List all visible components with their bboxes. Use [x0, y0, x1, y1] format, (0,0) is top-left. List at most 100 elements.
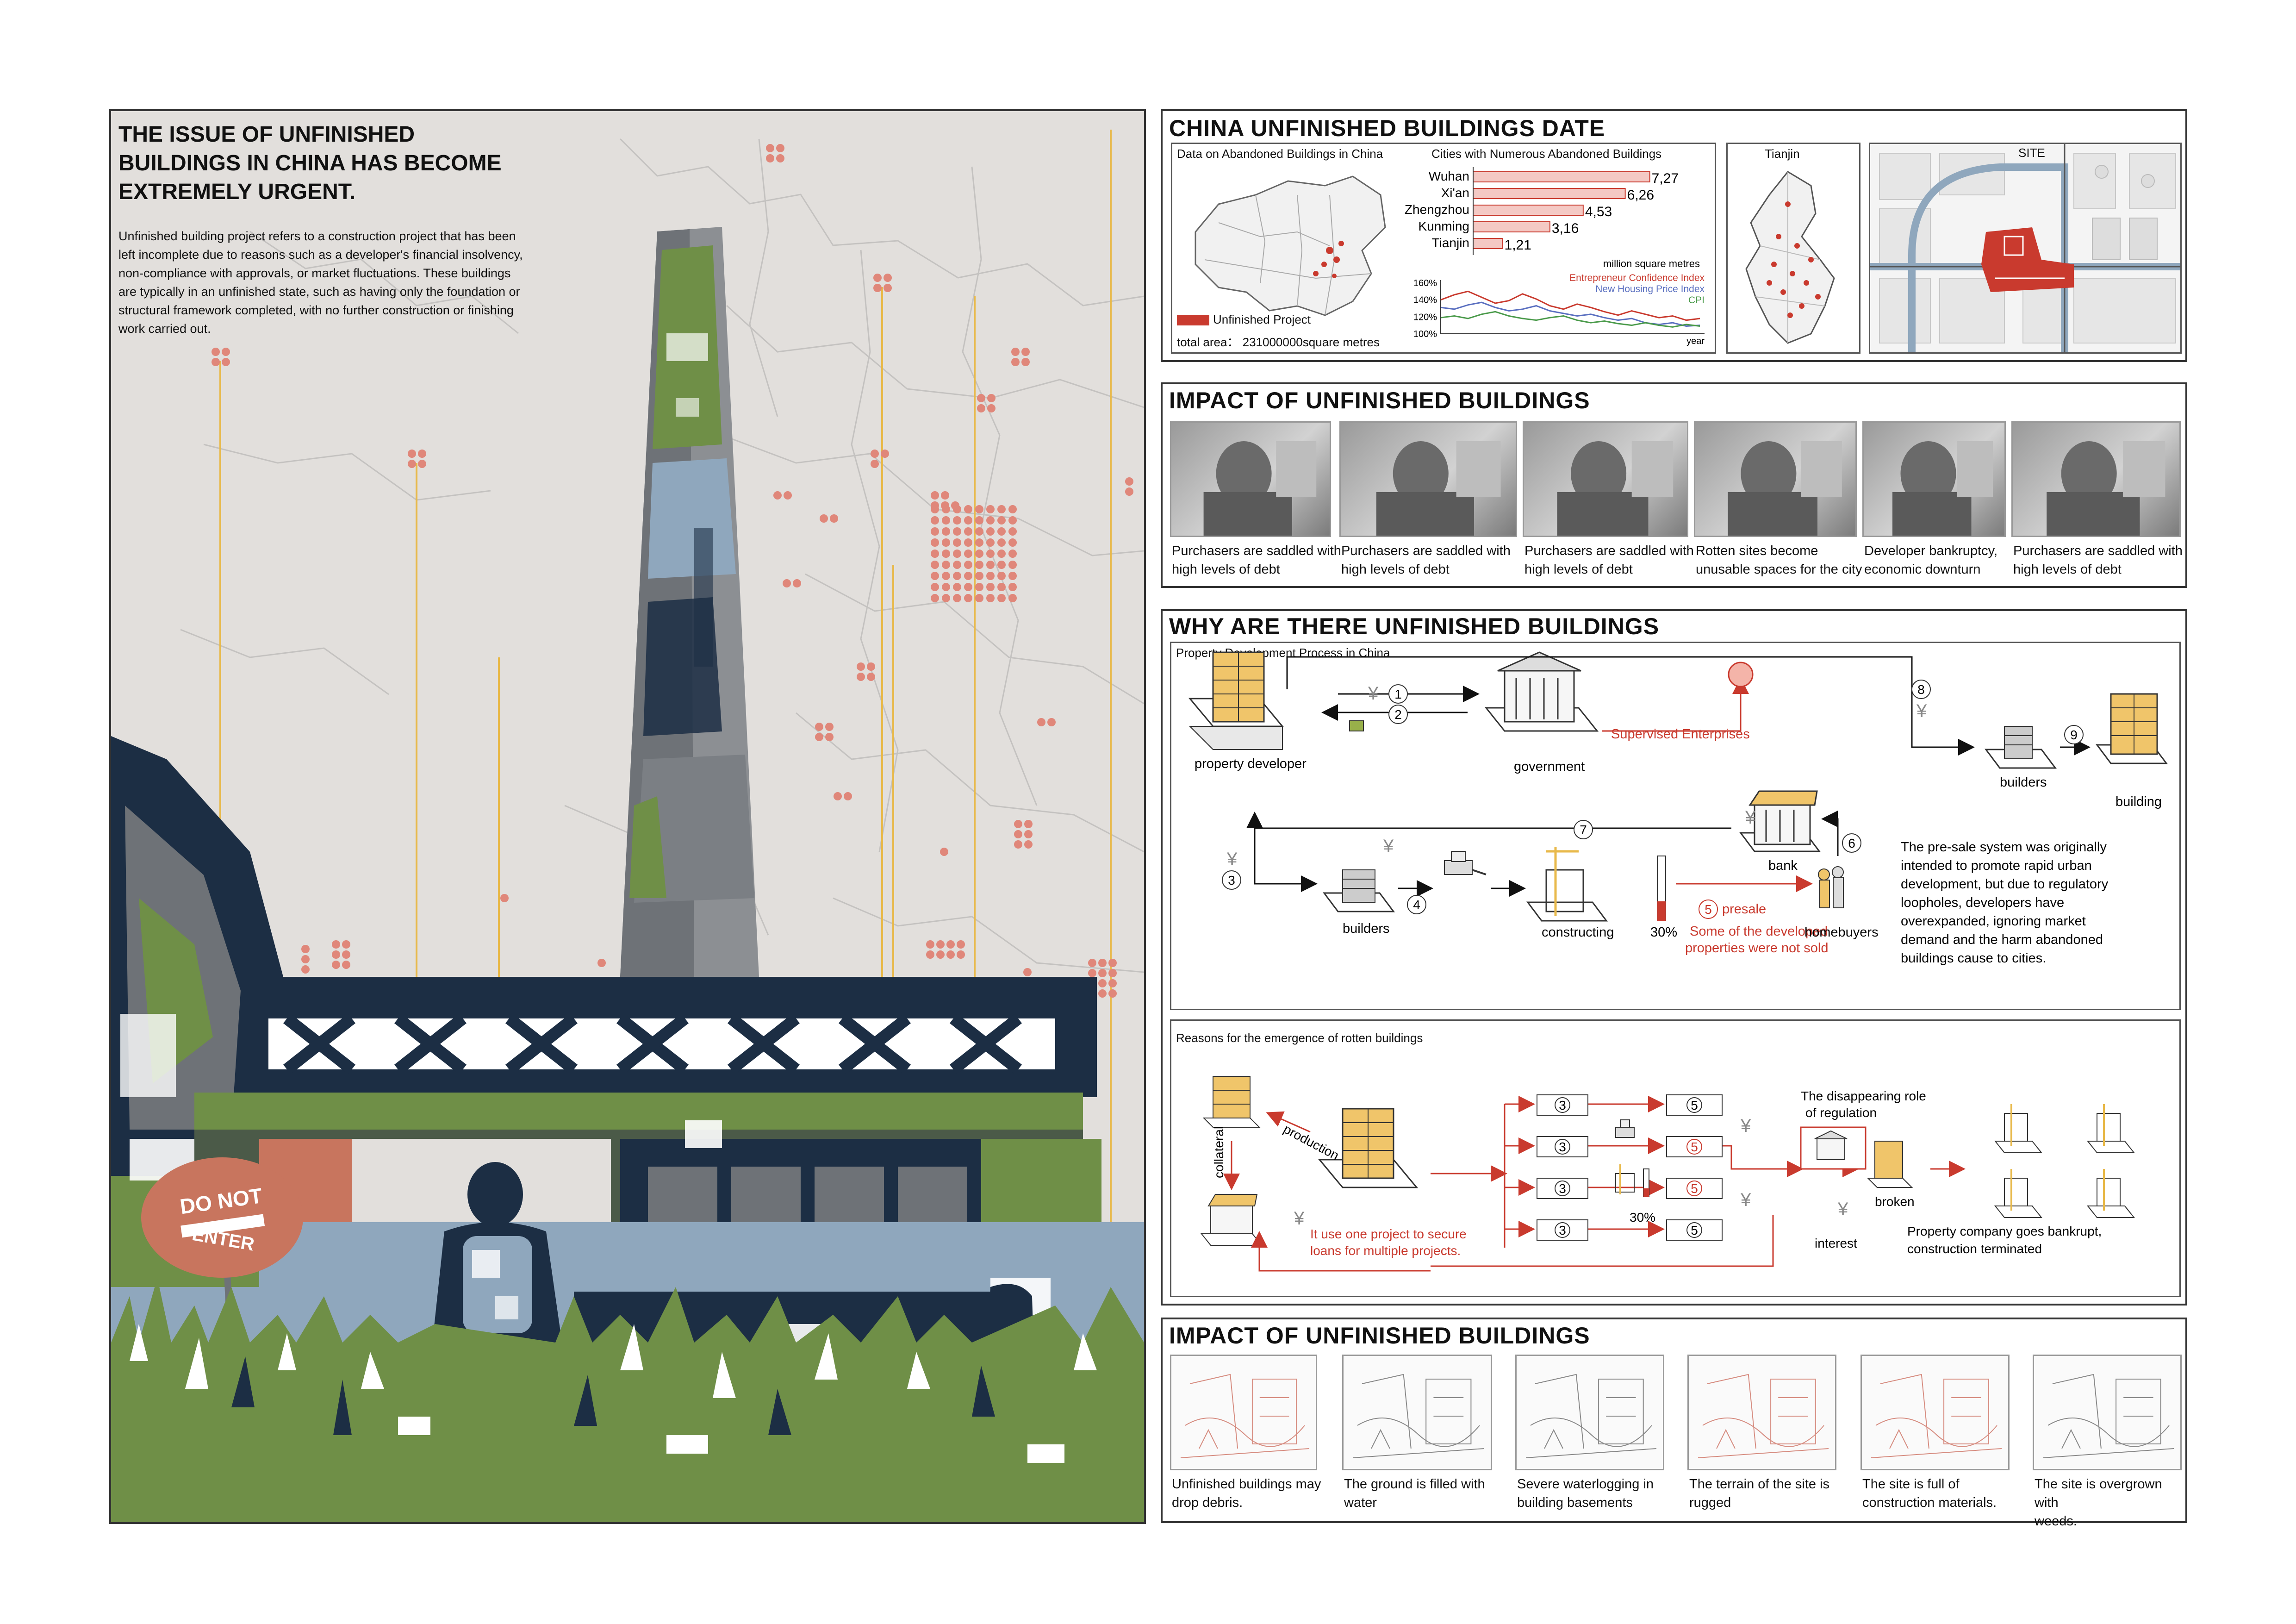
bar-value-label: 1,21 [1505, 237, 1531, 253]
constructing-site-icon [1526, 847, 1608, 922]
yuan-icon: ¥ [1740, 1116, 1751, 1136]
step-number: 5 [1705, 902, 1712, 917]
do-not-enter-sign: DO NOT ENTER [141, 1157, 303, 1454]
impact-sketch [2033, 1355, 2182, 1470]
impact-panel-photos: IMPACT OF UNFINISHED BUILDINGS Purchaser… [1161, 382, 2187, 588]
legend-label: Unfinished Project [1213, 312, 1311, 326]
poster-title-line-1: THE ISSUE OF UNFINISHED [118, 122, 415, 147]
tianjin-box: Tianjin [1726, 143, 1860, 354]
line-series [1440, 301, 1700, 327]
homebuyers-icon [1818, 866, 1844, 908]
legend-swatch [1177, 315, 1209, 325]
label-bankrupt-2: construction terminated [1907, 1242, 2042, 1256]
caption-line: Developer bankruptcy, [1864, 543, 1998, 558]
label-loan-2: loans for multiple projects. [1310, 1243, 1461, 1258]
data-panel-title: CHINA UNFINISHED BUILDINGS DATE [1169, 115, 1605, 141]
impact-sketch [1687, 1355, 1836, 1470]
progress-gauge [1657, 856, 1666, 921]
presale-note-line: demand and the harm abandoned [1901, 932, 2103, 947]
process-flow-svg: ¥ ¥ ¥ ¥ ¥ 1 2 3 4 5 6 7 8 9 property dev… [1188, 651, 2168, 966]
poster-body-text: Unfinished building project refers to a … [118, 227, 581, 338]
step-number: 3 [1228, 873, 1235, 887]
process-diagram: Property Development Process in China [1170, 642, 2181, 1010]
caption-line: water [1344, 1495, 1377, 1510]
bulldozer-icon [1444, 851, 1487, 875]
presale-step: 5 [1691, 1181, 1698, 1196]
yuan-icon: ¥ [1837, 1199, 1848, 1219]
caption-line: The site is overgrown with [2035, 1477, 2162, 1510]
caption-line: Unfinished buildings may [1172, 1477, 1321, 1492]
bank-collateral-icon [1200, 1194, 1263, 1246]
label-presale: presale [1722, 902, 1766, 917]
line-y-tick: 100% [1413, 329, 1437, 339]
label-loan-1: It use one project to secure [1310, 1227, 1467, 1241]
step-number: 8 [1917, 682, 1925, 697]
label-regulation-2: of regulation [1805, 1106, 1877, 1120]
impact-sketch-caption: Severe waterlogging in building basements [1517, 1475, 1654, 1512]
step-number: 2 [1394, 707, 1402, 722]
collateral-building-icon [1202, 1076, 1261, 1128]
caption-line: high levels of debt [1524, 562, 1633, 577]
step-number: 7 [1580, 823, 1587, 837]
label-homebuyers: homebuyers [1804, 925, 1879, 940]
label-builders-bottom: builders [1343, 921, 1390, 936]
caption-line: construction materials. [1862, 1495, 1997, 1510]
impact-photo [1170, 421, 1331, 537]
total-area-text: total area： 231000000square metres [1177, 335, 1380, 349]
government-building-icon [1484, 651, 1599, 732]
caption-line: Purchasers are saddled with [1172, 543, 1341, 558]
finished-building-icon [2096, 693, 2168, 764]
data-panel: CHINA UNFINISHED BUILDINGS DATE Data on … [1161, 109, 2187, 362]
line-axes [1440, 280, 1705, 334]
presale-note-line: intended to promote rapid urban [1901, 858, 2092, 873]
bar-category-label: Tianjin [1432, 236, 1469, 250]
impact-photo-caption: Purchasers are saddled with high levels o… [1172, 542, 1341, 579]
foreground-grass [111, 1278, 1144, 1522]
abandoned-sites-icons [1994, 1113, 2135, 1218]
yuan-icon: ¥ [1916, 701, 1927, 721]
poster-body-line: Unfinished building project refers to a … [118, 229, 516, 243]
site-label: SITE [2018, 146, 2045, 160]
label-collateral: collateral [1212, 1126, 1226, 1178]
label-building: building [2116, 794, 2162, 809]
broken-building-icon [1867, 1141, 1913, 1188]
site-box: SITE [1869, 143, 2182, 354]
caption-line: The ground is filled with [1344, 1477, 1485, 1492]
caption-line: rugged [1689, 1495, 1731, 1510]
label-unsold-1: Some of the developed [1690, 924, 1828, 939]
caption-line: building basements [1517, 1495, 1633, 1510]
yuan-icon: ¥ [1745, 807, 1756, 828]
caption-line: Severe waterlogging in [1517, 1477, 1654, 1492]
label-unsold-2: properties were not sold [1685, 941, 1829, 956]
caption-line: Purchasers are saddled with [2013, 543, 2183, 558]
label-government: government [1514, 759, 1585, 774]
line-chart: 160%140%120%100%Entrepreneur Confidence … [1413, 274, 1705, 346]
bar [1473, 188, 1626, 199]
impact-photo [1339, 421, 1517, 537]
line-legend-label: CPI [1688, 295, 1705, 306]
line-y-tick: 160% [1413, 278, 1437, 288]
why-panel-title: WHY ARE THERE UNFINISHED BUILDINGS [1169, 613, 1660, 639]
bar-category-label: Zhengzhou [1405, 202, 1469, 217]
label-builders-top: builders [2000, 775, 2047, 790]
yuan-icon: ¥ [1740, 1190, 1751, 1210]
presale-step: 5 [1691, 1223, 1698, 1237]
bar-value-label: 6,26 [1627, 187, 1654, 203]
impact-sketch-caption: The terrain of the site is rugged [1689, 1475, 1829, 1512]
label-property-developer: property developer [1195, 756, 1307, 771]
caption-line: high levels of debt [1172, 562, 1280, 577]
line-x-axis-label: year [1686, 336, 1705, 346]
line-y-tick: 120% [1413, 312, 1437, 322]
caption-line: The terrain of the site is [1689, 1477, 1830, 1492]
presale-step: 5 [1691, 1098, 1698, 1112]
presale-step: 5 [1691, 1140, 1698, 1154]
poster-body-line: non-compliance with approvals, or market… [118, 266, 511, 280]
builders-top-icon [1985, 726, 2057, 769]
bar [1473, 221, 1550, 232]
caption-line: Rotten sites become [1696, 543, 1818, 558]
caption-line: economic downturn [1864, 562, 1981, 577]
bar-value-label: 7,27 [1652, 171, 1679, 186]
